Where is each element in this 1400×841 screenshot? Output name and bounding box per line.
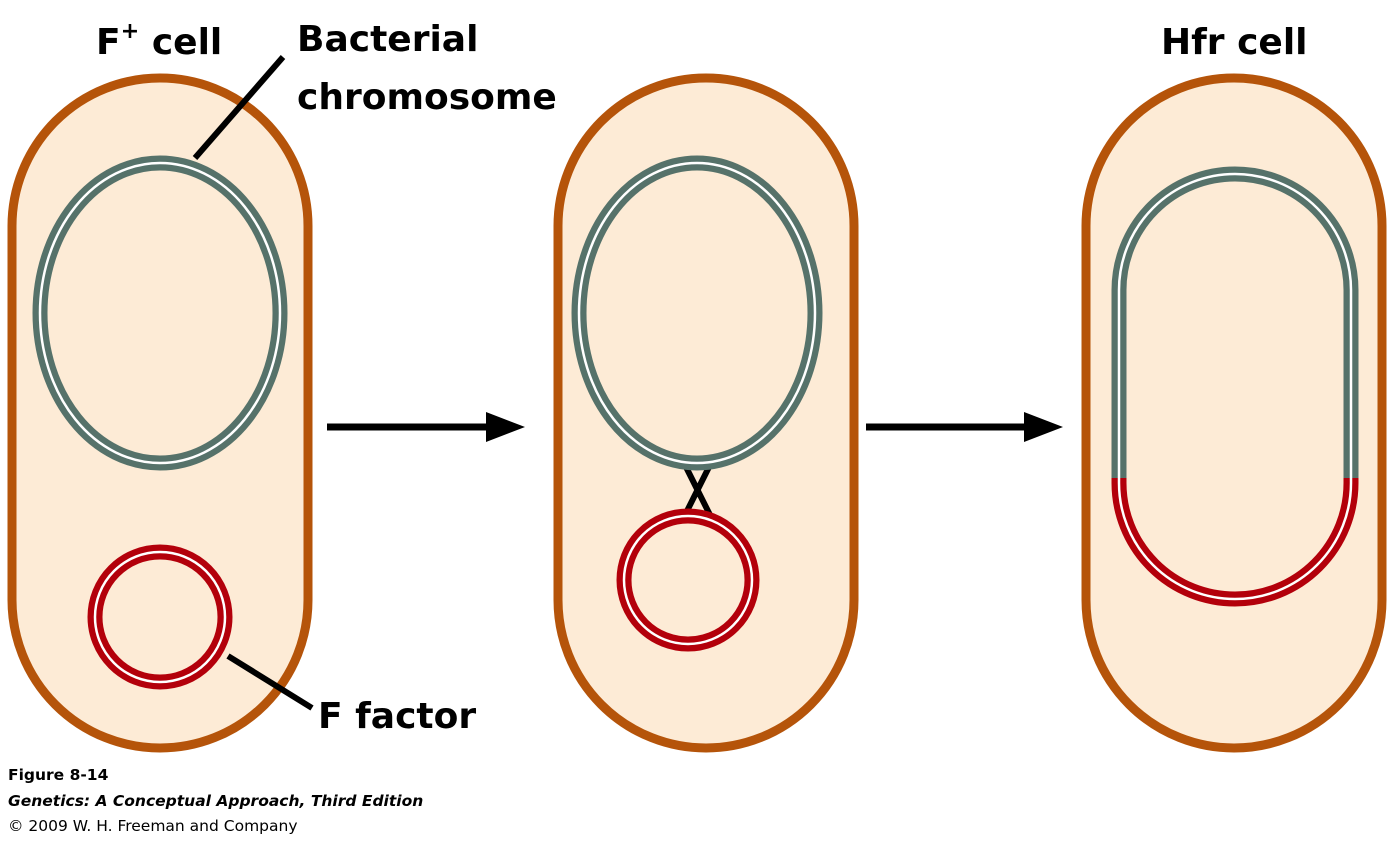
chromosome-pointer-line xyxy=(192,55,286,160)
hfr-chromosome-segment xyxy=(1111,166,1359,478)
f-plus-f-factor xyxy=(87,544,233,690)
f-plus-cell-label: F+ cell xyxy=(96,20,223,63)
copyright-notice: © 2009 W. H. Freeman and Company xyxy=(8,817,298,835)
crossover-f-factor xyxy=(616,508,760,652)
crossover-cell-wall xyxy=(553,73,859,753)
arrow-1 xyxy=(327,412,525,442)
arrow-2 xyxy=(866,412,1063,442)
crossover-x-line-2 xyxy=(682,463,713,517)
crossover-chromosome xyxy=(571,155,823,471)
f-plus-cell-word: cell xyxy=(139,22,223,63)
figure-number: Figure 8-14 xyxy=(8,766,109,784)
hfr-cell xyxy=(1081,73,1387,753)
f-plus-cell-wall xyxy=(7,73,313,753)
hfr-integrated-f-factor xyxy=(1111,478,1359,607)
f-plus-superscript: + xyxy=(120,17,140,44)
f-plus-letter: F xyxy=(96,22,121,63)
crossover-cell xyxy=(553,73,859,753)
f-factor-label: F factor xyxy=(318,696,477,737)
f-plus-chromosome xyxy=(32,155,288,471)
book-title: Genetics: A Conceptual Approach, Third E… xyxy=(8,792,424,810)
f-factor-pointer-line xyxy=(226,653,314,711)
f-plus-cell xyxy=(7,55,314,753)
bacterial-chromosome-label: Bacterial chromosome xyxy=(297,19,557,118)
hfr-cell-label: Hfr cell xyxy=(1161,22,1308,63)
